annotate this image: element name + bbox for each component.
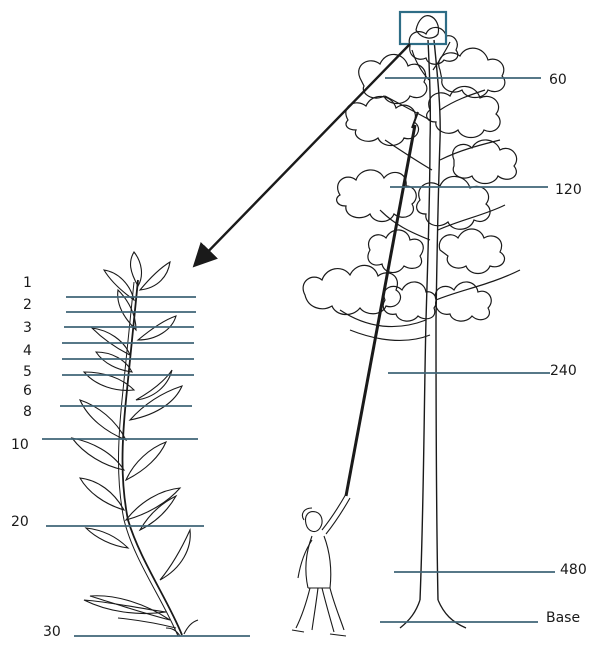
shoot-mark-label-6: 6 bbox=[23, 384, 32, 398]
tree-mark-label-480: 480 bbox=[560, 563, 587, 577]
tree-mark-label-120: 120 bbox=[555, 183, 582, 197]
shoot-mark-label-2: 2 bbox=[23, 298, 32, 312]
tree-illustration bbox=[303, 16, 520, 628]
tree-mark-label-60: 60 bbox=[549, 73, 567, 87]
shoot-measure-lines bbox=[42, 297, 250, 636]
tree-measure-lines bbox=[380, 78, 555, 622]
tree-mark-label-240: 240 bbox=[550, 364, 577, 378]
shoot-mark-label-5: 5 bbox=[23, 365, 32, 379]
tree-mark-label-base: Base bbox=[546, 611, 580, 625]
shoot-mark-label-30: 30 bbox=[43, 625, 61, 639]
shoot-mark-label-4: 4 bbox=[23, 344, 32, 358]
climber-illustration bbox=[292, 494, 350, 636]
zoom-arrow bbox=[196, 44, 410, 264]
shoot-mark-label-3: 3 bbox=[23, 321, 32, 335]
shoot-mark-label-20: 20 bbox=[11, 515, 29, 529]
shoot-illustration bbox=[72, 252, 198, 636]
shoot-mark-label-8: 8 bbox=[23, 405, 32, 419]
shoot-mark-label-1: 1 bbox=[23, 276, 32, 290]
shoot-mark-label-10: 10 bbox=[11, 438, 29, 452]
